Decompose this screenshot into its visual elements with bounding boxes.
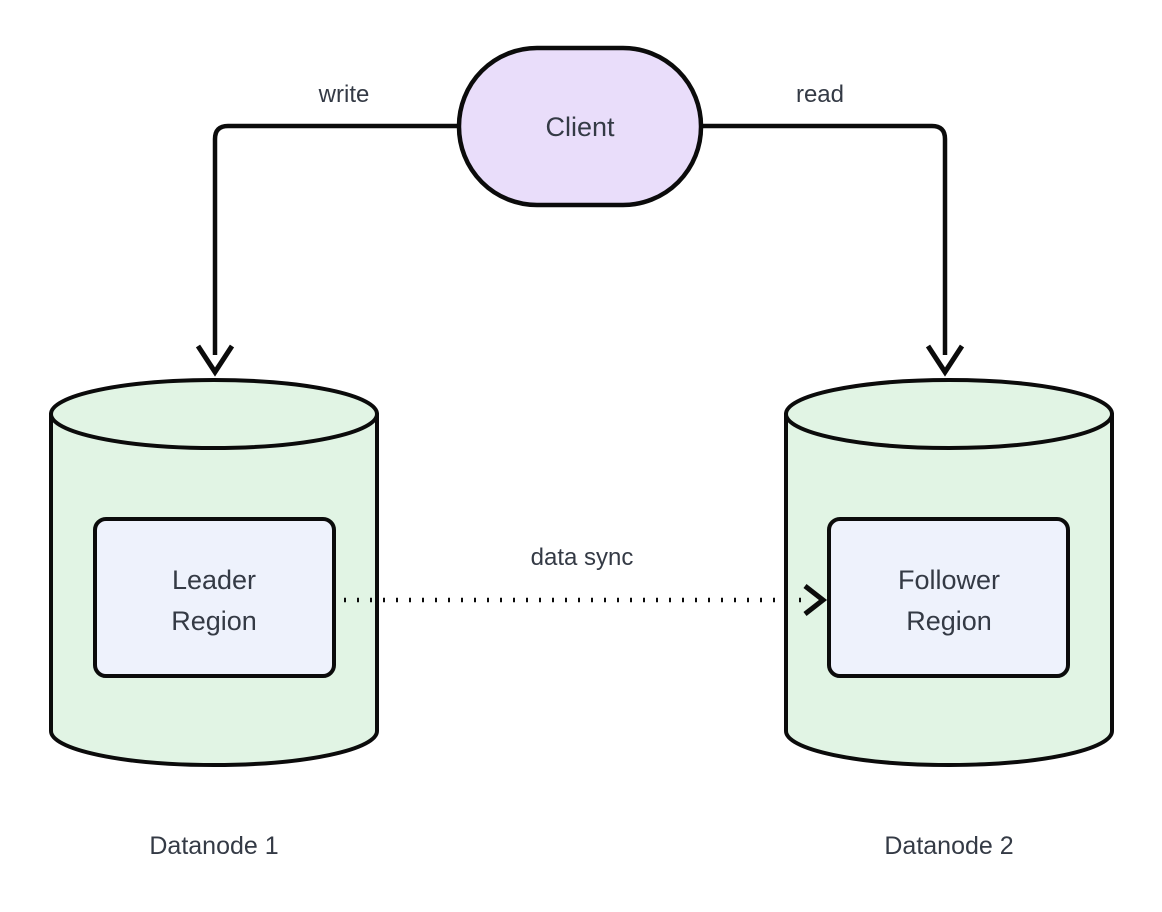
edge-write-label: write [318,81,370,108]
datanode-1-cylinder-top [49,378,379,450]
node-datanode-2[interactable]: Follower Region [784,378,1114,767]
edge-read [701,123,965,377]
follower-region-rect [827,517,1070,678]
leader-region-rect [93,517,336,678]
leader-region-label-line2: Region [171,606,257,636]
edge-data-sync [344,584,828,616]
client-label: Client [545,112,615,142]
leader-region-label-line1: Leader [172,565,256,595]
edge-data-sync-arrowhead-icon [803,584,828,616]
datanode-2-cylinder-top [784,378,1114,450]
edge-write-arrowhead-icon [195,344,235,377]
datanode-1-caption: Datanode 1 [149,832,278,860]
edge-data-sync-label: data sync [531,544,634,571]
client-stadium-shape [456,45,704,208]
leader-region-box[interactable]: Leader Region [93,517,336,678]
datanode-2-caption: Datanode 2 [884,832,1013,860]
follower-region-label-line1: Follower [898,565,1000,595]
edge-read-line [701,123,948,355]
edge-read-arrowhead-icon [925,344,965,377]
edge-read-label: read [796,81,844,108]
edge-write [195,123,459,377]
follower-region-box[interactable]: Follower Region [827,517,1070,678]
node-client[interactable]: Client [456,45,704,208]
follower-region-label-line2: Region [906,606,992,636]
edge-write-line [212,123,459,355]
node-datanode-1[interactable]: Leader Region [49,378,379,767]
